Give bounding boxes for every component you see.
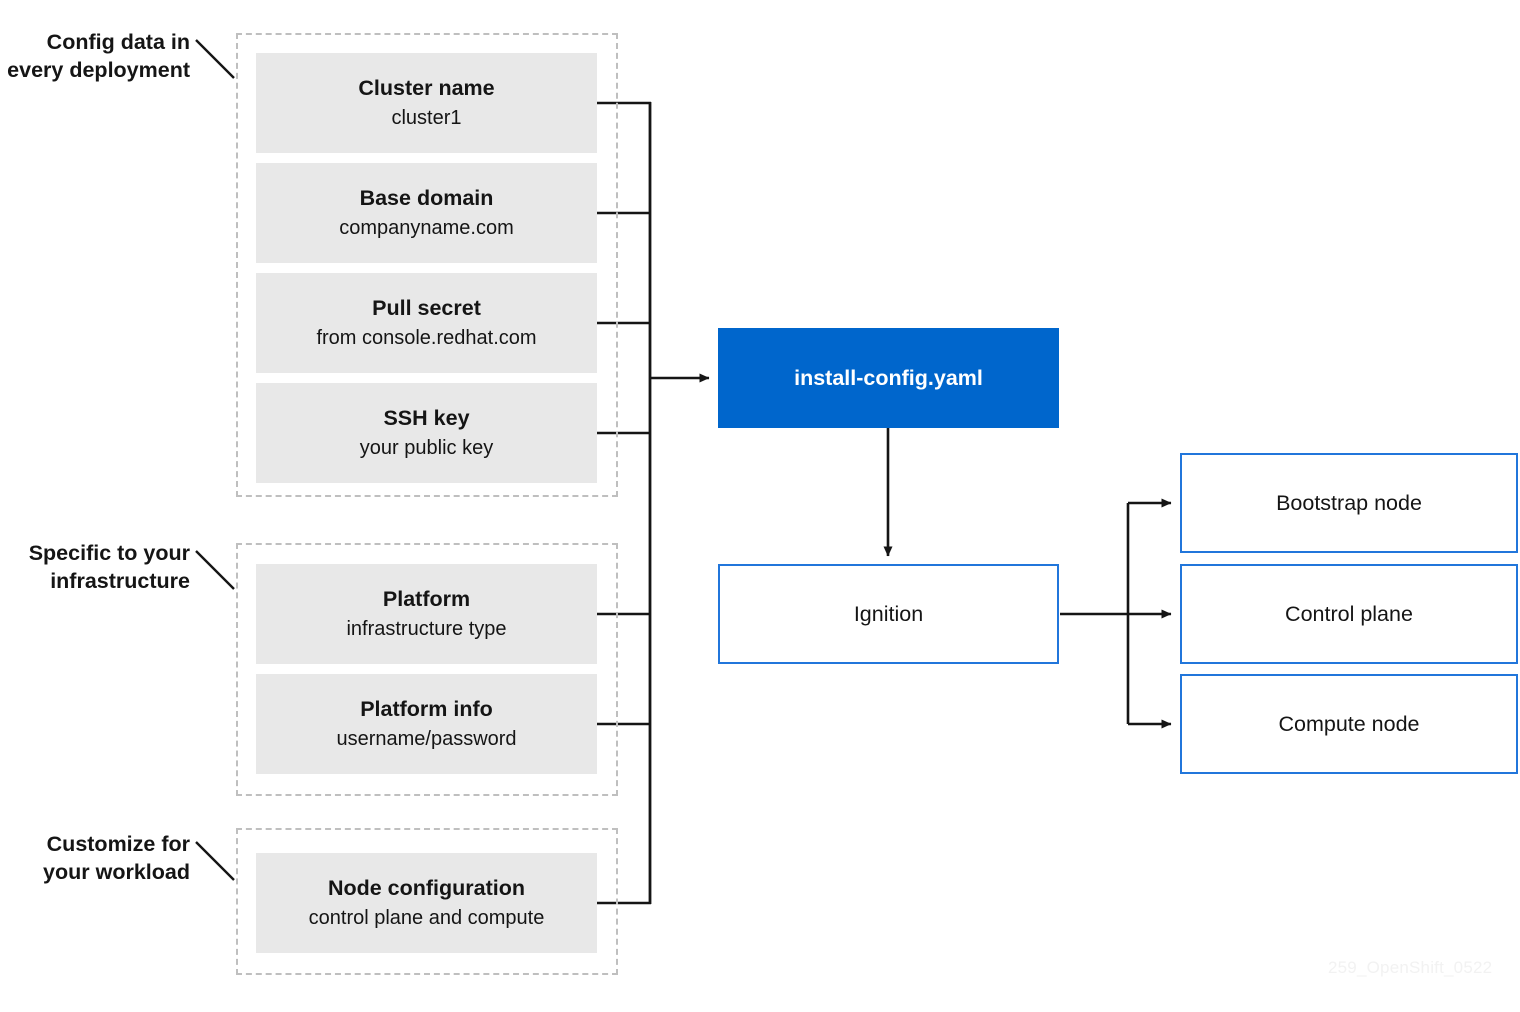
node-label: Compute node <box>1278 711 1420 736</box>
node-install-config-yaml[interactable]: install-config.yaml <box>718 328 1059 428</box>
group-frame-infra-config <box>236 543 618 796</box>
watermark-label: 259_OpenShift_0522 <box>1328 958 1493 977</box>
node-label: Ignition <box>853 601 924 626</box>
node-label: Bootstrap node <box>1276 490 1422 515</box>
card-subtitle: companyname.com <box>339 216 514 239</box>
leader-lines <box>195 39 235 881</box>
node-control-plane[interactable]: Control plane <box>1180 564 1518 664</box>
card-title: Node configuration <box>327 876 526 901</box>
card-title: Base domain <box>359 186 494 211</box>
card-title: Platform info <box>360 697 493 722</box>
card-subtitle: username/password <box>336 727 517 750</box>
card-platform-info[interactable]: Platform info username/password <box>256 674 597 774</box>
card-pull-secret[interactable]: Pull secret from console.redhat.com <box>256 273 597 373</box>
node-label: Control plane <box>1285 601 1413 626</box>
card-subtitle: control plane and compute <box>308 906 545 929</box>
group-frame-common-config <box>236 33 618 497</box>
group-frame-workload-config <box>236 828 618 975</box>
card-subtitle: from console.redhat.com <box>316 326 537 349</box>
annotation-config-data: Config data in every deployment <box>7 30 190 83</box>
card-subtitle: infrastructure type <box>346 617 507 640</box>
card-title: SSH key <box>383 406 470 431</box>
card-subtitle: your public key <box>359 436 494 459</box>
node-label: install-config.yaml <box>794 365 983 390</box>
card-title: Platform <box>382 587 471 612</box>
card-base-domain[interactable]: Base domain companyname.com <box>256 163 597 263</box>
card-ssh-key[interactable]: SSH key your public key <box>256 383 597 483</box>
card-cluster-name[interactable]: Cluster name cluster1 <box>256 53 597 153</box>
node-compute-node[interactable]: Compute node <box>1180 674 1518 774</box>
card-node-configuration[interactable]: Node configuration control plane and com… <box>256 853 597 953</box>
node-bootstrap-node[interactable]: Bootstrap node <box>1180 453 1518 553</box>
annotation-workload: Customize for your workload <box>43 832 190 885</box>
card-subtitle: cluster1 <box>391 106 462 129</box>
node-ignition[interactable]: Ignition <box>718 564 1059 664</box>
card-platform[interactable]: Platform infrastructure type <box>256 564 597 664</box>
card-title: Cluster name <box>358 76 495 101</box>
card-title: Pull secret <box>372 296 481 321</box>
annotation-infrastructure: Specific to your infrastructure <box>28 541 190 594</box>
